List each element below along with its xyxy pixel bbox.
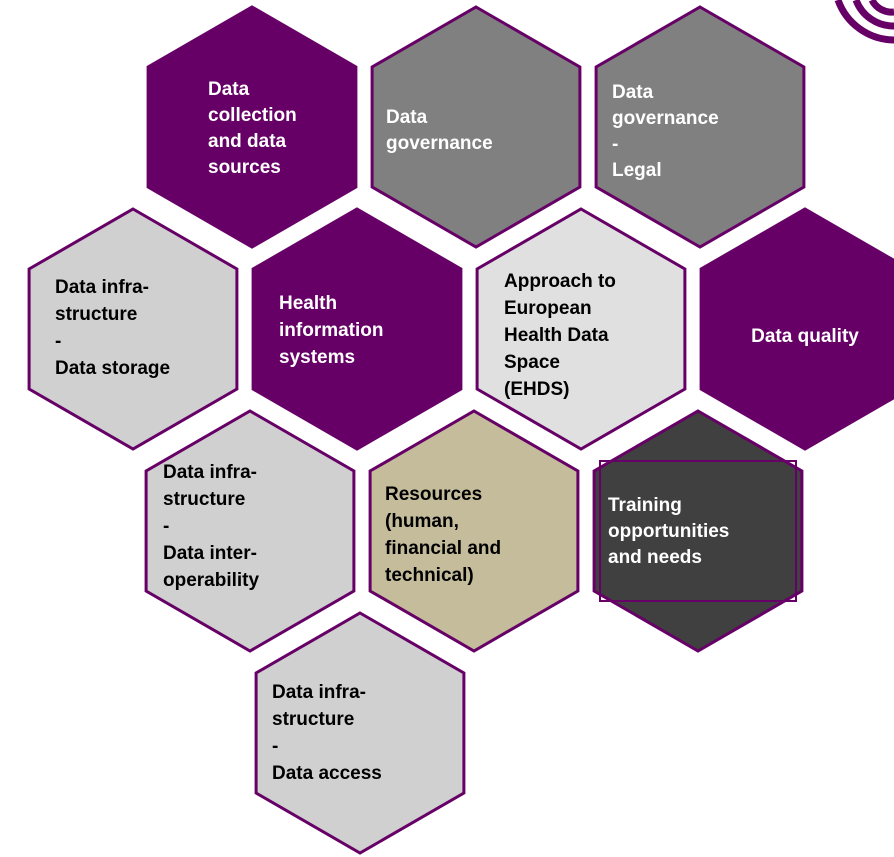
hexagon-data-governance: Data governance <box>370 5 582 249</box>
hexagon-label-line: operability <box>163 570 260 591</box>
hexagon-label-line: (human, <box>385 511 459 532</box>
hexagon-label: Data infra-structure - Data storage <box>55 277 170 379</box>
hexagon-label: Resources (human, financial and technical) <box>385 484 501 586</box>
hexagon-label-line: structure <box>55 304 137 325</box>
hexagon-label-line: structure <box>272 709 354 730</box>
hexagon-label-line: Data <box>386 107 428 128</box>
hexagon-data-governance-legal: Data governance - Legal <box>594 5 806 249</box>
hexagon-layer: Data collection and data sources Data governa… <box>27 5 894 855</box>
hexagon-label-line: Data infra- <box>272 682 366 703</box>
hexagon-shape <box>146 5 358 249</box>
hexagon-label-line: sources <box>208 157 281 178</box>
hexagon-resources: Resources (human, financial and technical) <box>368 409 580 653</box>
hexagon-shape <box>144 409 356 653</box>
hexagon-label: Data governance - Legal <box>612 82 719 181</box>
hexagon-label-line: governance <box>386 133 493 154</box>
hexagon-label-line: financial and <box>385 538 501 559</box>
hexagon-label-line: Data inter- <box>163 543 257 564</box>
hexagon-shape <box>594 5 806 249</box>
hexagon-label-line: systems <box>279 347 355 368</box>
hexagon-label-line: Data access <box>272 763 382 784</box>
hexagon-label: Data governance <box>386 107 493 154</box>
hexagon-label-line: Data <box>612 82 654 103</box>
hexagon-label-line: Resources <box>385 484 482 505</box>
hexagon-label-line: technical) <box>385 565 474 586</box>
hexagon-data-collection: Data collection and data sources <box>146 5 358 249</box>
hexagon-label-line: Data infra- <box>55 277 149 298</box>
hexagon-label-line: and data <box>208 131 287 152</box>
hexagon-label-line: Health Data <box>504 325 609 346</box>
hexagon-label-line: Data <box>208 79 250 100</box>
hexagon-shape <box>27 207 239 451</box>
hexagon-label-line: (EHDS) <box>504 379 569 400</box>
hexagon-shape <box>592 409 804 653</box>
hexagon-label: Data infra-structure - Data inter-operabil… <box>163 462 260 591</box>
spiral-logo-icon <box>834 0 894 44</box>
hexagon-label: Data collection and data sources <box>208 79 297 178</box>
hexagon-data-storage: Data infra-structure - Data storage <box>27 207 239 451</box>
hexagon-shape <box>251 207 463 451</box>
hexagon-label-line: structure <box>163 489 245 510</box>
hexagon-label-line: Data quality <box>751 326 859 347</box>
hexagon-shape <box>475 207 687 451</box>
hexagon-label-line: - <box>612 134 618 155</box>
hexagon-label-line: collection <box>208 105 297 126</box>
hexagon-label: Training opportunities and needs <box>608 495 729 568</box>
hexagon-label-line: Legal <box>612 160 662 181</box>
hexagon-data-quality: Data quality <box>699 207 894 451</box>
hexagon-inner-frame <box>599 460 797 602</box>
hexagon-label-line: Data storage <box>55 358 170 379</box>
hexagon-label: Data infra-structure - Data access <box>272 682 382 784</box>
hexagon-label-line: Space <box>504 352 560 373</box>
hexagon-label-line: information <box>279 320 384 341</box>
hexagon-label-line: - <box>163 516 169 537</box>
hexagon-shape <box>699 207 894 451</box>
hexagon-label-line: Data infra- <box>163 462 257 483</box>
hexagon-shape <box>254 611 466 855</box>
hexagon-training: Training opportunities and needs <box>592 409 804 653</box>
hexagon-label-line: - <box>55 331 61 352</box>
hexagon-shape <box>370 5 582 249</box>
hexagon-health-information-systems: Health information systems <box>251 207 463 451</box>
hexagon-label-line: Health <box>279 293 337 314</box>
hexagon-label-line: European <box>504 298 592 319</box>
hexagon-data-access: Data infra-structure - Data access <box>254 611 466 855</box>
hexagon-label-line: and needs <box>608 547 702 568</box>
hexagon-label-line: opportunities <box>608 521 729 542</box>
hexagon-label-line: governance <box>612 108 719 129</box>
hexagon-data-interoperability: Data infra-structure - Data inter-operabil… <box>144 409 356 653</box>
hexagon-label-line: Approach to <box>504 271 616 292</box>
hexagon-shape <box>368 409 580 653</box>
hexagon-label: Health information systems <box>279 293 384 368</box>
hexagon-label: Data quality <box>751 326 859 347</box>
hexagon-label-line: Training <box>608 495 682 516</box>
hexagon-label-line: - <box>272 736 278 757</box>
